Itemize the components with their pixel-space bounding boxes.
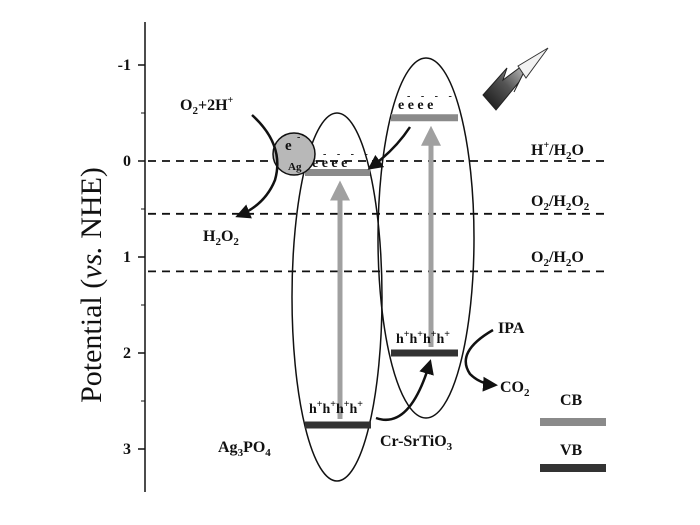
y-tick-label: 1 [123, 249, 131, 266]
y-tick-label: -1 [118, 57, 131, 74]
srtio3-electrons: e e e e [398, 98, 433, 113]
lightning-bolt-icon [482, 47, 549, 111]
ag3po4-electron-minus-signs: - - - - [323, 149, 372, 160]
product-label: H2O2 [203, 228, 239, 248]
donor-label: IPA [498, 320, 525, 337]
ag-particle-minus: - [297, 132, 300, 143]
ag3po4-label: Ag3PO4 [218, 439, 271, 459]
donor-product-label: CO2 [500, 379, 530, 399]
ag-particle-label: Ag [288, 161, 302, 173]
legend-cb-label: CB [560, 392, 583, 409]
y-axis-ticks: -1 0 1 2 3 [118, 57, 145, 458]
y-tick-label: 3 [123, 441, 131, 458]
ipa-oxidation-arrow [464, 328, 498, 392]
ag3po4-electrons: e e e e [312, 156, 347, 171]
srtio3-ellipse [377, 57, 475, 419]
ag-particle-electron: e [285, 138, 292, 154]
ag-particle [272, 132, 316, 176]
electron-transfer-arrow [367, 126, 412, 170]
ag3po4-holes: h+h+h+h+ [309, 399, 363, 417]
ag3po4-ellipse [291, 112, 383, 482]
srtio3-holes: h+h+h+h+ [396, 329, 450, 347]
z-scheme-arrow [375, 359, 434, 421]
ref-label-h-h2o: H+/H2O [531, 140, 584, 162]
y-tick-label: 2 [123, 345, 131, 362]
o2-reduction-arrow [235, 114, 279, 219]
ref-label-o2-h2o: O2/H2O [531, 249, 584, 269]
ref-label-o2-h2o2: O2/H2O2 [531, 193, 590, 213]
srtio3-label: Cr-SrTiO3 [380, 433, 453, 453]
legend-vb-label: VB [560, 442, 583, 459]
reactant-label: O2+2H+ [180, 95, 234, 117]
y-axis-title: Potential (vs. NHE) [75, 167, 108, 403]
y-tick-label: 0 [123, 153, 131, 170]
srtio3-electron-minus-signs: - - - - [407, 91, 456, 102]
